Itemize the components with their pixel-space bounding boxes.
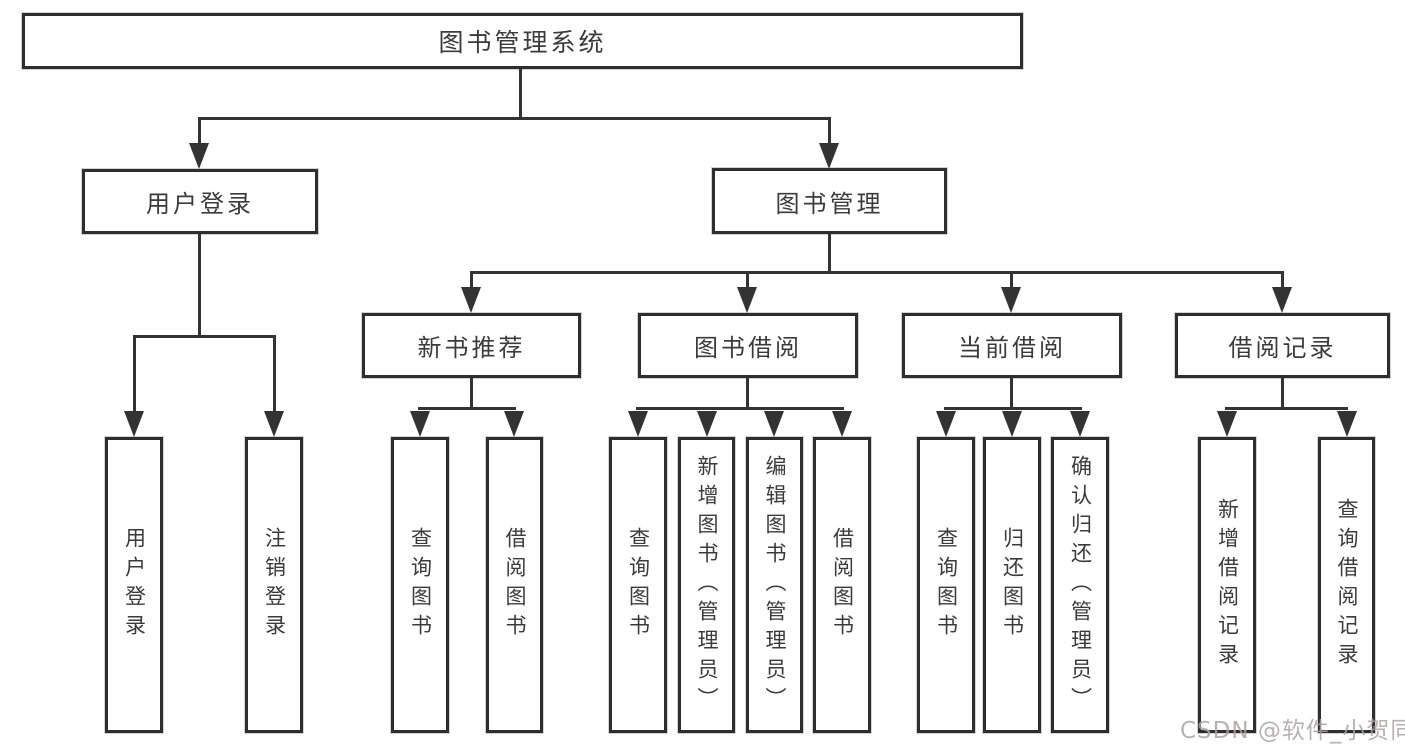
leaf-label: 用户登录 [122,527,147,643]
node-new-book-recommend: 新书推荐 [362,313,581,378]
node-leaf-return-books: 归还图书 [983,437,1041,733]
connector-drop-level3 [746,271,749,291]
arrowhead-icon [410,411,430,437]
leaf-label: 注销登录 [262,527,287,643]
leaf-label: 查询图书 [626,527,651,643]
arrowhead-icon [1337,411,1357,437]
leaf-label: 归还图书 [1000,527,1025,643]
connector-borrow-horizontal [636,407,844,410]
connector-drop-leaf [273,335,276,415]
node-leaf-edit-books-admin: 编辑图书（管理员） [746,437,803,733]
leaf-label: 编辑图书（管理员） [763,454,787,716]
leaf-label: 新增图书（管理员） [695,454,719,716]
connector-recommend-horizontal [418,407,516,410]
connector-drop-leaf [133,335,136,415]
node-user-login: 用户登录 [82,169,318,234]
connector-book-management-horizontal [470,271,1284,274]
arrowhead-icon [124,411,144,437]
node-root-label: 图书管理系统 [438,28,607,57]
arrowhead-icon [1070,411,1090,437]
node-leaf-user-login: 用户登录 [105,437,163,733]
leaf-label: 查询图书 [934,527,959,643]
node-book-borrow: 图书借阅 [638,313,858,378]
connector-drop-book-management [828,117,831,147]
node-leaf-logout: 注销登录 [245,437,303,733]
connector-drop-level3 [1010,271,1013,291]
leaf-label: 查询图书 [408,527,433,643]
connector-borrow-vertical [746,378,749,410]
arrowhead-icon [1272,287,1292,313]
arrowhead-icon [1002,411,1022,437]
node-leaf-add-borrow-record: 新增借阅记录 [1198,437,1256,733]
connector-root-horizontal [198,117,831,120]
arrowhead-icon [697,411,717,437]
connector-user-login-vertical [198,234,201,338]
node-book-borrow-label: 图书借阅 [694,334,802,362]
arrowhead-icon [461,287,481,313]
node-leaf-borrow-books-1: 借阅图书 [486,437,543,733]
connector-drop-user-login [198,117,201,147]
arrowhead-icon [504,411,524,437]
connector-drop-level3 [1281,271,1284,291]
node-user-login-label: 用户登录 [146,190,254,218]
arrowhead-icon [1217,411,1237,437]
node-book-management-label: 图书管理 [775,189,884,218]
arrowhead-icon [832,411,852,437]
leaf-label: 借阅图书 [503,527,527,643]
leaf-label: 借阅图书 [830,527,855,643]
arrowhead-icon [189,143,209,169]
leaf-label: 查询借阅记录 [1335,498,1359,672]
node-leaf-query-borrow-record: 查询借阅记录 [1318,437,1375,733]
connector-current-vertical [1010,378,1013,410]
node-borrow-records: 借阅记录 [1175,313,1390,378]
connector-current-horizontal [944,407,1082,410]
arrowhead-icon [737,287,757,313]
node-borrow-records-label: 借阅记录 [1228,334,1337,362]
arrowhead-icon [628,411,648,437]
connector-recommend-vertical [470,378,473,410]
node-leaf-confirm-return-admin: 确认归还（管理员） [1051,437,1109,733]
arrowhead-icon [1001,287,1021,313]
node-current-borrow: 当前借阅 [902,313,1122,378]
arrowhead-icon [819,143,839,169]
leaf-label: 新增借阅记录 [1215,498,1240,672]
node-current-borrow-label: 当前借阅 [958,334,1066,362]
connector-user-login-horizontal [133,335,276,338]
watermark: CSDN @软件_小贺同学 [1180,718,1405,744]
node-book-management: 图书管理 [712,168,947,234]
connector-records-horizontal [1225,407,1348,410]
arrowhead-icon [936,411,956,437]
arrowhead-icon [264,411,284,437]
node-root: 图书管理系统 [22,13,1023,69]
node-leaf-query-books-2: 查询图书 [609,437,667,733]
connector-drop-level3 [470,271,473,291]
connector-book-management-vertical [828,234,831,274]
node-leaf-borrow-books-2: 借阅图书 [813,437,871,733]
leaf-label: 确认归还（管理员） [1068,454,1093,716]
arrowhead-icon [764,411,784,437]
node-leaf-query-books-1: 查询图书 [391,437,449,733]
node-leaf-add-books-admin: 新增图书（管理员） [678,437,735,733]
node-new-book-recommend-label: 新书推荐 [417,334,526,362]
connector-root-vertical [519,69,522,120]
node-leaf-query-books-3: 查询图书 [917,437,975,733]
connector-records-vertical [1281,378,1284,410]
